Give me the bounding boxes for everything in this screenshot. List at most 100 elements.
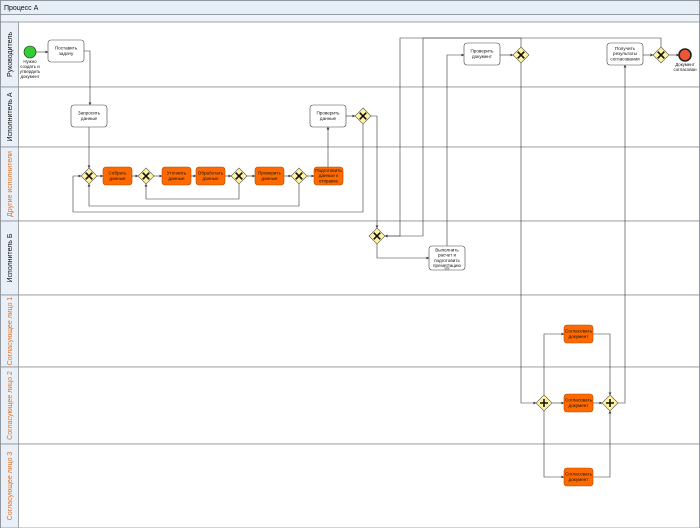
flow-gw-collect-back: [87, 183, 300, 207]
lane-label: Другие исполнители: [7, 151, 14, 217]
task-box: [47, 39, 85, 63]
exclusive-x-icon: [359, 112, 367, 120]
exclusive-x-icon: [235, 172, 243, 180]
task-label: документ: [569, 477, 590, 482]
flows-layer: [36, 37, 680, 479]
task-label: данные: [261, 176, 278, 181]
gateway-gw-prepare[interactable]: [290, 167, 308, 185]
task-box: [70, 104, 108, 128]
exclusive-x-icon: [657, 51, 665, 59]
lane-exec-a: Исполнитель А: [0, 86, 700, 148]
lane-label: Исполнитель Б: [7, 233, 14, 282]
task-label: документ: [569, 334, 590, 339]
exclusive-x-icon: [373, 232, 381, 240]
gateway-gw-collect[interactable]: [80, 167, 98, 185]
gateway-gw-check-doc[interactable]: [512, 46, 530, 64]
exclusive-x-icon: [517, 51, 525, 59]
event-label: Нужно: [23, 59, 37, 64]
flow-calc-checkdoc: [446, 53, 465, 246]
flow-join-results: [618, 64, 627, 404]
task-label: задачу: [59, 51, 74, 56]
task-label: данные: [109, 176, 126, 181]
lane-approver-3: Согласующее лицо 3: [0, 443, 700, 528]
task-label: данные: [168, 176, 185, 181]
task-box: [563, 467, 594, 487]
task-label: Выполнить: [435, 247, 459, 252]
lane-body: [0, 443, 700, 528]
task-label: Согласовать: [565, 329, 593, 334]
lane-label: Согласующее лицо 3: [7, 452, 14, 521]
lane-body: [0, 86, 700, 148]
flow-gw-back-collect: [72, 124, 364, 213]
parallel-plus-icon: [606, 399, 614, 407]
lane-label-cell: [0, 443, 19, 528]
lane-label: Согласующее лицо 2: [7, 371, 14, 440]
event-label: Документ: [675, 62, 694, 67]
task-label: данные к: [319, 173, 339, 178]
task-label: Уточнить: [167, 171, 187, 176]
flow-ap1-join: [593, 333, 612, 396]
lane-body: [0, 294, 700, 368]
task-box: [195, 166, 226, 186]
exclusive-x-icon: [142, 172, 150, 180]
task-label: Согласовать: [565, 398, 593, 403]
task-label: Проверить: [317, 111, 341, 116]
start-event-circle: [23, 45, 37, 59]
task-box: [606, 42, 644, 66]
flow-split-ap1: [543, 332, 565, 395]
task-label: подготовить: [434, 258, 460, 263]
task-label: документ: [569, 403, 590, 408]
task-label: Проверить: [471, 49, 495, 54]
event-label: утвердить: [20, 69, 41, 74]
lane-body: [0, 21, 700, 88]
gateway-gw-check-a[interactable]: [354, 107, 372, 125]
gateway-gw-results[interactable]: [652, 46, 670, 64]
gateway-gw-process[interactable]: [230, 167, 248, 185]
exclusive-x-icon: [85, 172, 93, 180]
task-label: согласования: [610, 56, 640, 61]
event-label: создать и: [20, 64, 40, 69]
flow-ap3-join: [593, 410, 612, 478]
task-box: [428, 245, 466, 271]
task-label: Получить: [615, 46, 636, 51]
lane-approver-1: Согласующее лицо 1: [0, 294, 700, 368]
pool-subheader: [0, 14, 700, 23]
flow-gw-back-execb-2: [384, 37, 662, 238]
parallel-plus-icon: [540, 399, 548, 407]
lane-label: Руководитель: [7, 32, 14, 77]
task-box: [254, 166, 285, 186]
task-label: Проверить: [258, 171, 282, 176]
task-label: Собрать: [108, 171, 127, 176]
gateway-gw-exec-b[interactable]: [368, 227, 386, 245]
task-label: отправке: [319, 178, 339, 183]
gateway-gw-split[interactable]: [535, 394, 553, 412]
task-label: данные: [81, 116, 98, 121]
lane-manager: Руководитель: [0, 21, 700, 88]
flow-task-request: [84, 50, 92, 106]
task-label: данные: [202, 176, 219, 181]
pool-header: [0, 0, 700, 15]
gateway-gw-refine[interactable]: [137, 167, 155, 185]
lane-label: Согласующее лицо 1: [7, 297, 14, 366]
task-label: расчет и: [438, 253, 457, 258]
end-event-circle: [678, 48, 692, 62]
gateway-gw-join[interactable]: [601, 394, 619, 412]
